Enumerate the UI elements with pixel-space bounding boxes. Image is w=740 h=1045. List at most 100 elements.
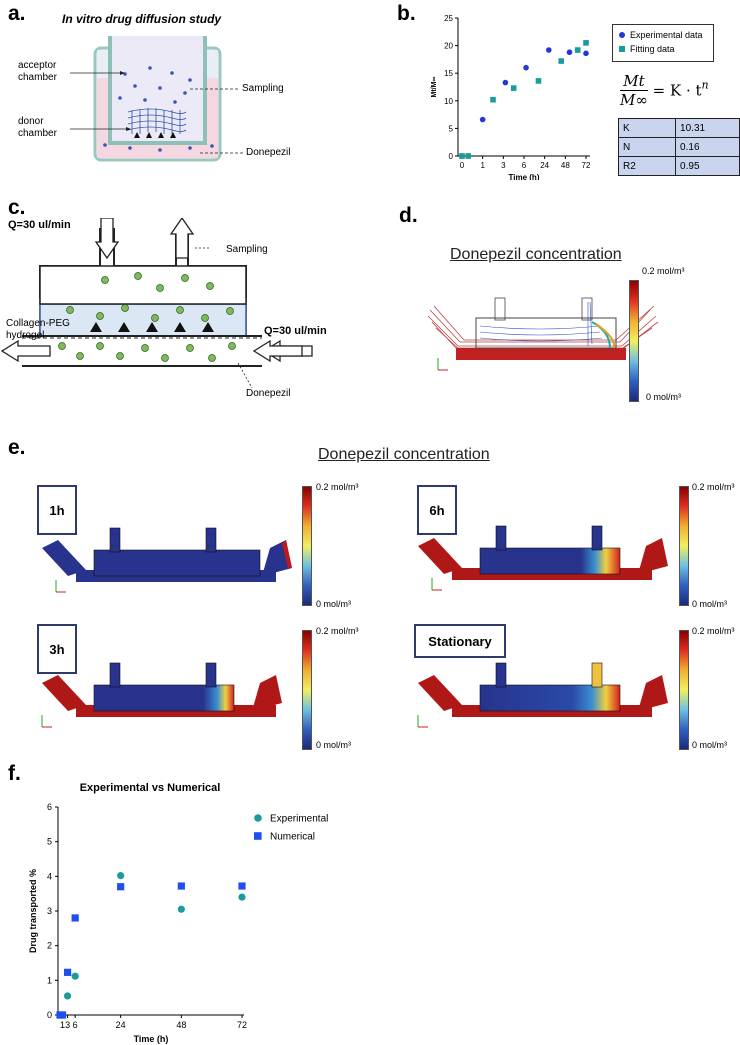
x-tick-label: 48 [176,1020,186,1030]
numerical-point [177,882,185,890]
simulation-frame-6h [418,525,668,591]
fitting-point [465,153,471,159]
y-tick-label: 15 [444,69,453,78]
x-tick-label: 72 [237,1020,247,1030]
chart-f-title: Experimental vs Numerical [80,782,221,794]
x-tick-label: 3 [501,161,506,170]
legend-experimental-label: Experimental data [630,30,703,40]
fitting-point [459,153,465,159]
numerical-point [58,1011,67,1019]
param-r2-value: 0.95 [675,156,740,176]
param-r2-label: R2 [617,156,677,176]
numerical-point [71,914,79,922]
colorbar-e1-min: 0 mol/m³ [316,599,352,609]
hydrogel-label: Collagen-PEG hydrogel [6,318,70,341]
numerical-point [238,882,246,890]
colorbar-e3 [302,630,312,750]
y-tick-label: 6 [47,802,52,812]
fitting-point [583,40,589,46]
y-tick-label: 0 [47,1010,52,1020]
equation-denominator: M∞ [620,91,648,109]
param-n-label: N [617,137,677,157]
colorbar-e2-min: 0 mol/m³ [692,599,728,609]
experimental-point [523,64,529,71]
param-k-value: 10.31 [675,118,740,138]
colorbar-e2 [679,486,689,606]
fitting-point [510,85,517,91]
fitting-point [535,78,542,84]
y-tick-label: 0 [449,152,454,161]
colorbar-d [629,280,639,402]
colorbar-e1 [302,486,312,606]
donepezil-label-c: Donepezil [246,388,291,399]
panel-label-d: d. [399,204,418,227]
diffusion-setup-diagram [70,36,244,162]
y-tick-label: 4 [47,871,52,881]
numerical-point [63,968,72,976]
donepezil-label-a: Donepezil [246,147,291,158]
fitting-point [558,58,564,64]
x-tick-label: 48 [561,161,570,170]
numerical-point [117,883,125,891]
legend-label: Experimental [270,814,328,825]
x-tick-label: 6 [73,1020,78,1030]
experimental-point [177,905,185,913]
colorbar-e2-max: 0.2 mol/m³ [692,482,735,492]
fitting-point [490,96,496,103]
sampling-label-a: Sampling [242,83,284,94]
experimental-point [117,872,125,880]
legend-experimental-marker [254,814,262,822]
donor-chamber-label: donor chamber [18,116,57,139]
x-tick-label: 24 [116,1020,126,1030]
experimental-point [583,50,589,57]
legend-numerical-marker [254,832,262,840]
x-tick-label: 3 [65,1020,70,1030]
frame-label-6h: 6h [417,485,457,535]
colorbar-e4-min: 0 mol/m³ [692,740,728,750]
fitting-point [574,47,581,53]
y-tick-label: 3 [47,906,52,916]
x-tick-label: 1 [480,161,485,170]
panel-d-title: Donepezil concentration [450,246,622,263]
chart-b-legend: Experimental data Fitting data [612,24,714,62]
panel-label-e: e. [8,436,26,459]
frame-label-3h: 3h [37,624,77,674]
y-axis-title: Mt/M∞ [431,77,438,98]
legend-fitting-marker [619,46,625,52]
param-n-value: 0.16 [675,137,740,157]
panel-label-c: c. [8,196,26,219]
experimental-point [546,47,552,53]
y-tick-label: 10 [444,97,453,106]
y-tick-label: 5 [449,124,454,133]
simulation-frame-3h [41,662,282,728]
flow-rate-top-label: Q=30 ul/min [8,219,71,231]
acceptor-chamber-label: acceptor chamber [18,60,57,83]
experimental-point [566,49,573,56]
experimental-point [71,972,79,980]
legend-experimental-marker [619,32,625,38]
colorbar-d-max: 0.2 mol/m³ [642,266,685,276]
equation-numerator: Mt [620,72,648,91]
panel-e-title: Donepezil concentration [318,446,490,463]
colorbar-d-min: 0 mol/m³ [646,392,682,402]
frame-label-1h: 1h [37,485,77,535]
streamline-simulation [427,297,659,371]
y-tick-label: 5 [47,837,52,847]
colorbar-e4-max: 0.2 mol/m³ [692,626,735,636]
korsmeyer-peppas-equation: Mt M∞ = K · tn [620,72,709,109]
legend-fitting-label: Fitting data [630,44,675,54]
x-tick-label: 24 [540,161,549,170]
legend-label: Numerical [270,832,315,843]
colorbar-e4 [679,630,689,750]
experimental-point [63,992,72,1000]
sampling-label-c: Sampling [226,244,268,255]
x-axis-title: Time (h) [134,1034,169,1044]
colorbar-e3-max: 0.2 mol/m³ [316,626,359,636]
experimental-point [238,893,246,901]
experimental-point [479,116,486,123]
